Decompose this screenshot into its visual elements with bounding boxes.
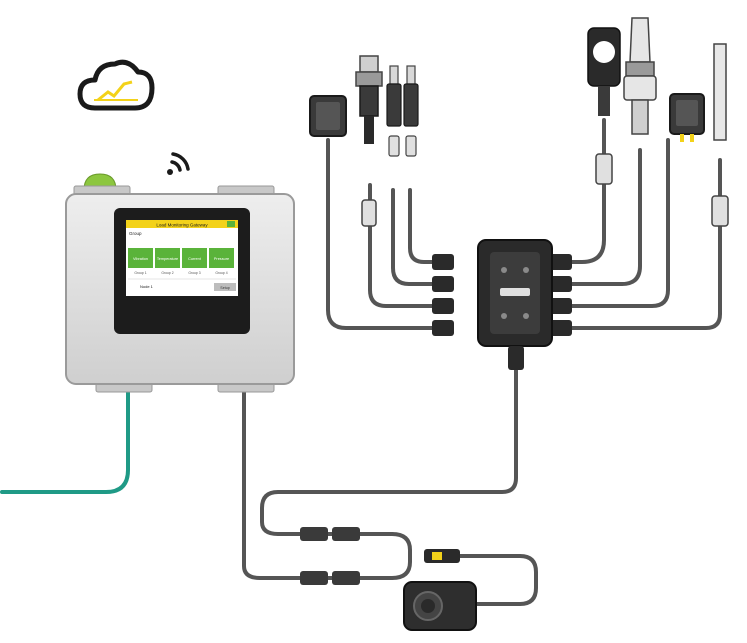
hmi-tile-label: Current: [188, 257, 202, 261]
hmi-tile[interactable]: [182, 248, 207, 268]
teal-cable: [0, 390, 130, 494]
hmi-screen: Load Monitoring Gateway Group Vibration …: [128, 223, 236, 291]
cables: [0, 118, 722, 606]
cloud-icon: [77, 59, 155, 111]
hmi-tile[interactable]: [155, 248, 180, 268]
cable-right-1: [566, 118, 606, 264]
hmi-section-label: Group: [129, 231, 142, 236]
probe-sensor-pair: [386, 65, 419, 157]
cable-left-3: [391, 188, 442, 286]
hmi-footer-button-label: Setup: [220, 286, 229, 290]
pressure-sensor: [355, 55, 383, 227]
cable-radio: [458, 554, 538, 606]
hmi-tile-sub: Group 2: [161, 271, 173, 275]
wifi-icon: [167, 152, 190, 175]
cable-left-2: [368, 183, 442, 308]
rod-probe: [711, 43, 729, 227]
cable-controller-down: [242, 390, 394, 580]
hmi-tile-label: Temperature: [157, 257, 178, 261]
temperature-probe: [623, 17, 657, 135]
current-clamp-sensor: [587, 27, 621, 185]
sensor-hub: [432, 239, 572, 370]
square-sensor-right: [669, 93, 705, 142]
hmi-tile-label: Vibration: [133, 257, 148, 261]
cable-right-3: [566, 138, 670, 308]
hmi-tile[interactable]: [209, 248, 234, 268]
cable-left-4: [408, 188, 442, 264]
cable-left-1: [326, 138, 442, 330]
hmi-tile[interactable]: [128, 248, 153, 268]
hmi-header: Load Monitoring Gateway: [156, 223, 208, 228]
hmi-footer-button[interactable]: [214, 283, 236, 291]
radio-node: [403, 581, 477, 631]
hmi-tile-sub: Group 4: [215, 271, 227, 275]
square-sensor: [309, 95, 347, 137]
cable-right-4: [566, 158, 722, 330]
hmi-tile-label: Pressure: [214, 257, 229, 261]
controller-enclosure: [65, 173, 295, 393]
hmi-footer-label: Node 1: [140, 284, 154, 289]
hmi-tile-sub: Group 1: [134, 271, 146, 275]
cable-hub-down: [260, 348, 518, 536]
inline-connectors: [300, 527, 460, 585]
cable-right-2: [566, 148, 642, 286]
hmi-tile-sub: Group 3: [188, 271, 200, 275]
sensors: [309, 17, 729, 227]
cable-junction: [390, 532, 412, 580]
